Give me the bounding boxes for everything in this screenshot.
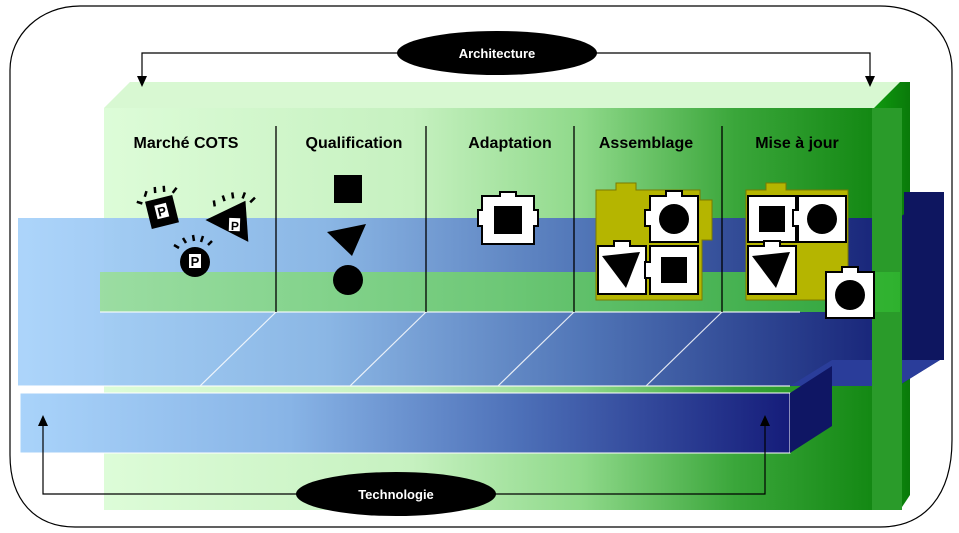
puzzle-piece-square-icon: [644, 245, 699, 295]
puzzle-piece-square-icon: [747, 195, 797, 243]
architecture-axis: Architecture: [137, 31, 875, 87]
square-shape-icon: [334, 175, 362, 203]
phase-label-qualification: Qualification: [306, 135, 403, 152]
architecture-pill: [397, 31, 597, 75]
phase-separators: [275, 126, 723, 312]
replacement-puzzle-circle-icon: [825, 266, 875, 319]
technology-bar: [19, 392, 791, 454]
slab-grid-lines: [18, 311, 800, 387]
adaptation-puzzle-icon: [477, 191, 539, 245]
green-box-top: [104, 82, 900, 108]
arrow-down-left-icon: [137, 76, 147, 87]
p-badge-circle-icon: P: [173, 234, 213, 277]
puzzle-piece-circle-icon: [792, 195, 847, 243]
architecture-label: Architecture: [459, 46, 536, 61]
technology-axis: Technologie: [38, 415, 770, 516]
cots-badges: P P P: [136, 185, 256, 277]
arrow-down-right-icon: [865, 76, 875, 87]
arrow-up-left-icon: [38, 415, 48, 426]
p-badge-triangle-icon: P: [205, 192, 256, 242]
circle-shape-icon: [333, 265, 363, 295]
puzzle-piece-triangle-icon: [597, 240, 647, 295]
outer-frame: [9, 5, 953, 528]
puzzle-piece-triangle-icon: [747, 240, 797, 295]
arrow-up-right-icon: [760, 415, 770, 426]
svg-text:P: P: [156, 203, 168, 220]
technology-bar-side: [790, 366, 832, 453]
mise-a-jour-puzzle-group: [745, 182, 875, 319]
technology-label: Technologie: [358, 487, 434, 502]
svg-text:P: P: [231, 219, 239, 233]
p-badge-square-icon: P: [136, 185, 179, 229]
phase-label-marche-cots: Marché COTS: [134, 135, 239, 152]
puzzle-piece-circle-icon: [644, 190, 699, 243]
phase-label-mise-a-jour: Mise à jour: [755, 135, 839, 152]
phase-label-adaptation: Adaptation: [468, 135, 552, 152]
assemblage-puzzle-group: [595, 182, 713, 301]
technology-pill: [296, 472, 496, 516]
qualification-shapes: [327, 175, 366, 295]
triangle-shape-icon: [327, 224, 366, 256]
phase-label-assemblage: Assemblage: [599, 135, 693, 152]
svg-text:P: P: [191, 254, 200, 269]
